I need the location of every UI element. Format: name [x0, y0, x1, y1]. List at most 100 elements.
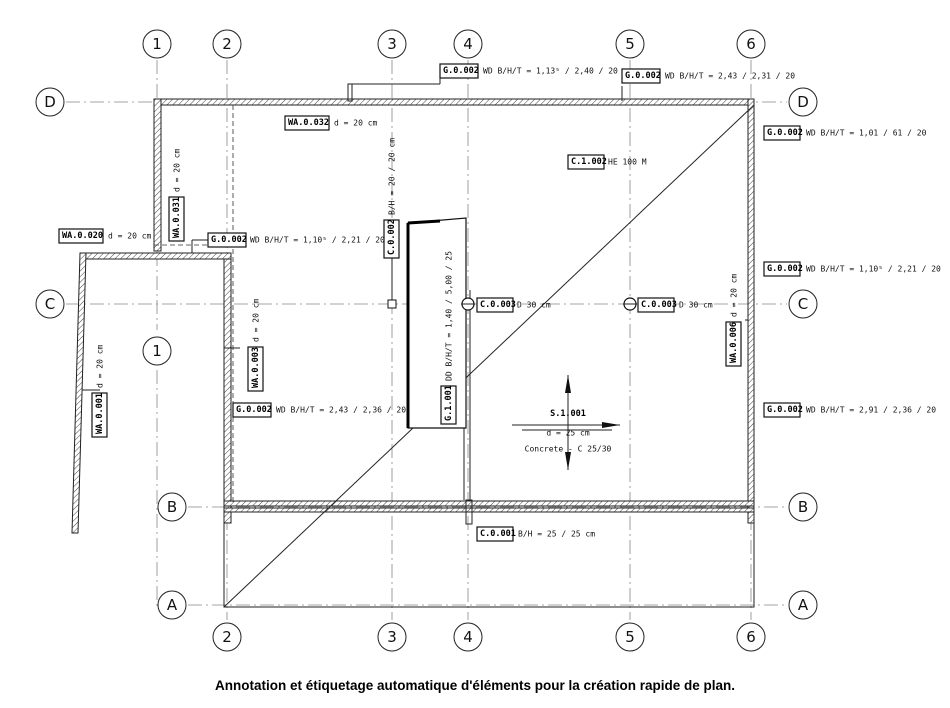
grid-bubble-left-B: B	[157, 492, 187, 522]
svg-text:WD B/H/T = 2,43 / 2,31 / 20: WD B/H/T = 2,43 / 2,31 / 20	[665, 72, 795, 81]
tag-g-r2: G.0.002 WD B/H/T = 1,10⁵ / 2,21 / 20	[763, 261, 941, 277]
wall-left-lower	[223, 252, 232, 524]
tag-wa020: WA.0.020 d = 20 cm	[58, 228, 152, 244]
grid-bubble-left-C: C	[35, 289, 65, 319]
svg-text:WD B/H/T = 2,43 / 2,36 / 20: WD B/H/T = 2,43 / 2,36 / 20	[276, 406, 406, 415]
svg-text:2: 2	[222, 35, 232, 53]
tag-wa001: WA.0.001 d = 20 cm	[91, 344, 108, 438]
tag-wa032: WA.0.032 d = 20 cm	[284, 115, 378, 131]
svg-text:WA.0.032: WA.0.032	[288, 118, 329, 128]
svg-text:d = 20 cm: d = 20 cm	[108, 232, 152, 241]
svg-text:HE 100 M: HE 100 M	[608, 158, 647, 167]
svg-text:B: B	[167, 498, 177, 516]
svg-text:D 30 cm: D 30 cm	[517, 301, 551, 310]
tag-g-r3: G.0.002 WD B/H/T = 2,91 / 2,36 / 20	[763, 402, 936, 418]
svg-text:d = 20 cm: d = 20 cm	[96, 344, 105, 388]
tag-g-low: G.0.002 WD B/H/T = 2,43 / 2,36 / 20	[232, 402, 406, 418]
svg-text:d = 20 cm: d = 20 cm	[252, 298, 261, 342]
walls	[71, 98, 755, 534]
svg-text:WD B/H/T = 1,10⁵ / 2,21 / 20: WD B/H/T = 1,10⁵ / 2,21 / 20	[806, 265, 941, 274]
grid-bubble-right-A: A	[788, 590, 818, 620]
grid-bubble-top-1: 1	[142, 29, 172, 59]
svg-text:A: A	[798, 596, 809, 614]
grid-bubble-bottom-3: 3	[377, 622, 407, 652]
floor-plan: 1 2 3 4 5 6 2 3 4 5 6 D C B A D C B A 1	[35, 29, 941, 652]
tag-c003b: C.0.003 D 30 cm	[637, 297, 713, 313]
tag-c1002: C.1.002 HE 100 M	[567, 154, 647, 170]
grid-bubble-extra-1: 1	[142, 336, 172, 366]
svg-text:1: 1	[152, 342, 162, 360]
tag-wa031: WA.0.031 d = 20 cm	[168, 148, 185, 242]
wall-beam-b2	[223, 507, 755, 513]
svg-text:WA.0.006: WA.0.006	[729, 322, 739, 363]
grid-bubble-top-4: 4	[453, 29, 483, 59]
grid-bubble-bottom-6: 6	[736, 622, 766, 652]
svg-text:6: 6	[746, 628, 756, 646]
svg-text:C.1.002: C.1.002	[571, 157, 607, 167]
tag-wa003: WA.0.003 d = 20 cm	[247, 298, 264, 392]
svg-text:D: D	[44, 93, 56, 111]
svg-text:A: A	[167, 596, 178, 614]
grid-bubble-left-A: A	[157, 590, 187, 620]
beam-g1001	[406, 217, 467, 429]
wall-left-upper	[153, 98, 162, 252]
grid-bubble-left-D: D	[35, 87, 65, 117]
column-c002	[387, 299, 397, 309]
span-arrows	[512, 375, 620, 470]
column-c001	[465, 499, 473, 525]
slab-tag: S.1.001 d = 25 cm Concrete - C 25/30	[525, 409, 612, 454]
svg-text:DD B/H/T = 1,40 / 5,00 / 25: DD B/H/T = 1,40 / 5,00 / 25	[445, 251, 454, 381]
grid-bubble-right-B: B	[788, 492, 818, 522]
svg-text:Concrete - C 25/30: Concrete - C 25/30	[525, 445, 612, 454]
svg-text:d = 20 cm: d = 20 cm	[730, 273, 739, 317]
tag-g-top4: G.0.002 WD B/H/T = 1,13⁵ / 2,40 / 20	[439, 63, 618, 79]
svg-text:C.0.001: C.0.001	[480, 529, 516, 539]
grid-bubble-bottom-5: 5	[615, 622, 645, 652]
svg-text:d = 20 cm: d = 20 cm	[334, 119, 378, 128]
svg-text:G.0.002: G.0.002	[767, 264, 803, 274]
svg-text:D 30 cm: D 30 cm	[679, 301, 713, 310]
svg-text:1: 1	[152, 35, 162, 53]
svg-text:WD B/H/T = 1,10⁵ / 2,21 / 20: WD B/H/T = 1,10⁵ / 2,21 / 20	[250, 236, 385, 245]
tag-c003a: C.0.003 D 30 cm	[476, 297, 551, 313]
wall-step	[79, 252, 232, 260]
svg-text:B/H = 25 / 25 cm: B/H = 25 / 25 cm	[518, 530, 595, 539]
wall-beam-b	[223, 500, 755, 507]
svg-text:G.0.002: G.0.002	[625, 71, 661, 81]
svg-text:G.0.002: G.0.002	[767, 405, 803, 415]
round-column-c003-4	[461, 297, 475, 311]
svg-text:WD B/H/T = 1,01 / 61 / 20: WD B/H/T = 1,01 / 61 / 20	[806, 129, 927, 138]
svg-text:G.1.001: G.1.001	[444, 385, 454, 421]
svg-text:WA.0.003: WA.0.003	[251, 347, 261, 388]
tag-g-top5: G.0.002 WD B/H/T = 2,43 / 2,31 / 20	[621, 68, 795, 84]
svg-text:B/H = 20 / 20 cm: B/H = 20 / 20 cm	[388, 138, 397, 215]
svg-text:4: 4	[463, 628, 473, 646]
grid-bubble-right-C: C	[788, 289, 818, 319]
grid-bubble-top-6: 6	[736, 29, 766, 59]
grid-bubble-right-D: D	[788, 87, 818, 117]
svg-text:WD B/H/T = 1,13⁵ / 2,40 / 20: WD B/H/T = 1,13⁵ / 2,40 / 20	[483, 67, 618, 76]
svg-text:G.0.002: G.0.002	[767, 128, 803, 138]
tag-g1001: G.1.001 DD B/H/T = 1,40 / 5,00 / 25	[440, 251, 457, 425]
tag-g-mid: G.0.002 WD B/H/T = 1,10⁵ / 2,21 / 20	[207, 232, 385, 248]
svg-text:C: C	[45, 295, 55, 313]
grid-bubble-bottom-2: 2	[212, 622, 242, 652]
svg-text:D: D	[797, 93, 809, 111]
grid-bubbles: 1 2 3 4 5 6 2 3 4 5 6 D C B A D C B A 1	[35, 29, 818, 652]
svg-text:C: C	[798, 295, 808, 313]
svg-text:2: 2	[222, 628, 232, 646]
tag-wa006: WA.0.006 d = 20 cm	[725, 273, 742, 367]
svg-text:3: 3	[387, 628, 397, 646]
grid-bubble-top-3: 3	[377, 29, 407, 59]
svg-text:C.0.003: C.0.003	[480, 300, 516, 310]
svg-text:WA.0.020: WA.0.020	[62, 231, 103, 241]
grid-bubble-top-2: 2	[212, 29, 242, 59]
svg-text:d = 25 cm: d = 25 cm	[546, 429, 590, 438]
svg-text:WA.0.001: WA.0.001	[95, 393, 105, 434]
round-column-c003-5	[623, 297, 637, 311]
tag-c001: C.0.001 B/H = 25 / 25 cm	[476, 526, 595, 542]
wall-top	[153, 98, 755, 106]
svg-text:B: B	[798, 498, 808, 516]
svg-text:G.0.002: G.0.002	[211, 235, 247, 245]
svg-text:S.1.001: S.1.001	[550, 409, 586, 419]
